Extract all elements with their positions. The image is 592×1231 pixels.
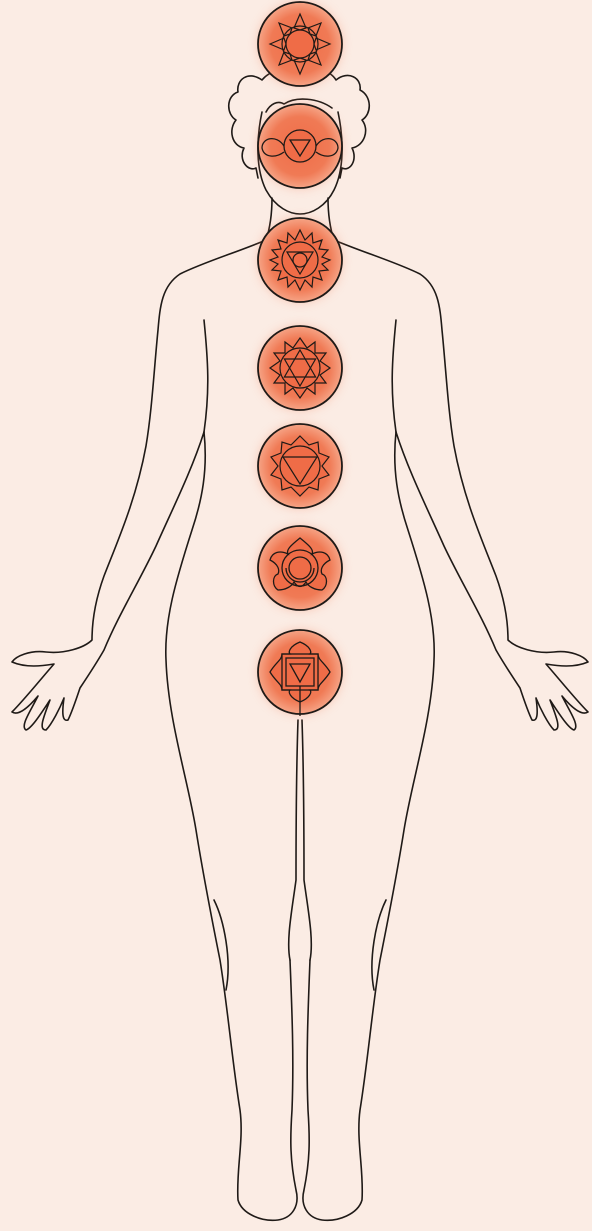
chakra-heart[interactable]: [258, 326, 342, 410]
inner-leg-left: [289, 720, 298, 960]
knee-left: [214, 900, 228, 990]
chakra-solar-plexus[interactable]: [258, 424, 342, 508]
chakra-crown[interactable]: [258, 2, 342, 86]
right-inner-arm: [392, 320, 396, 432]
chakra-throat[interactable]: [258, 218, 342, 302]
chakra-sacral[interactable]: [258, 526, 342, 610]
chakra-root[interactable]: [258, 630, 342, 716]
knee-right: [372, 900, 386, 990]
inner-leg-right: [302, 720, 311, 960]
left-inner-arm: [204, 320, 208, 432]
left-side-outline: [12, 240, 266, 730]
chakra-third-eye[interactable]: [258, 104, 342, 188]
right-side-outline: [334, 240, 588, 730]
